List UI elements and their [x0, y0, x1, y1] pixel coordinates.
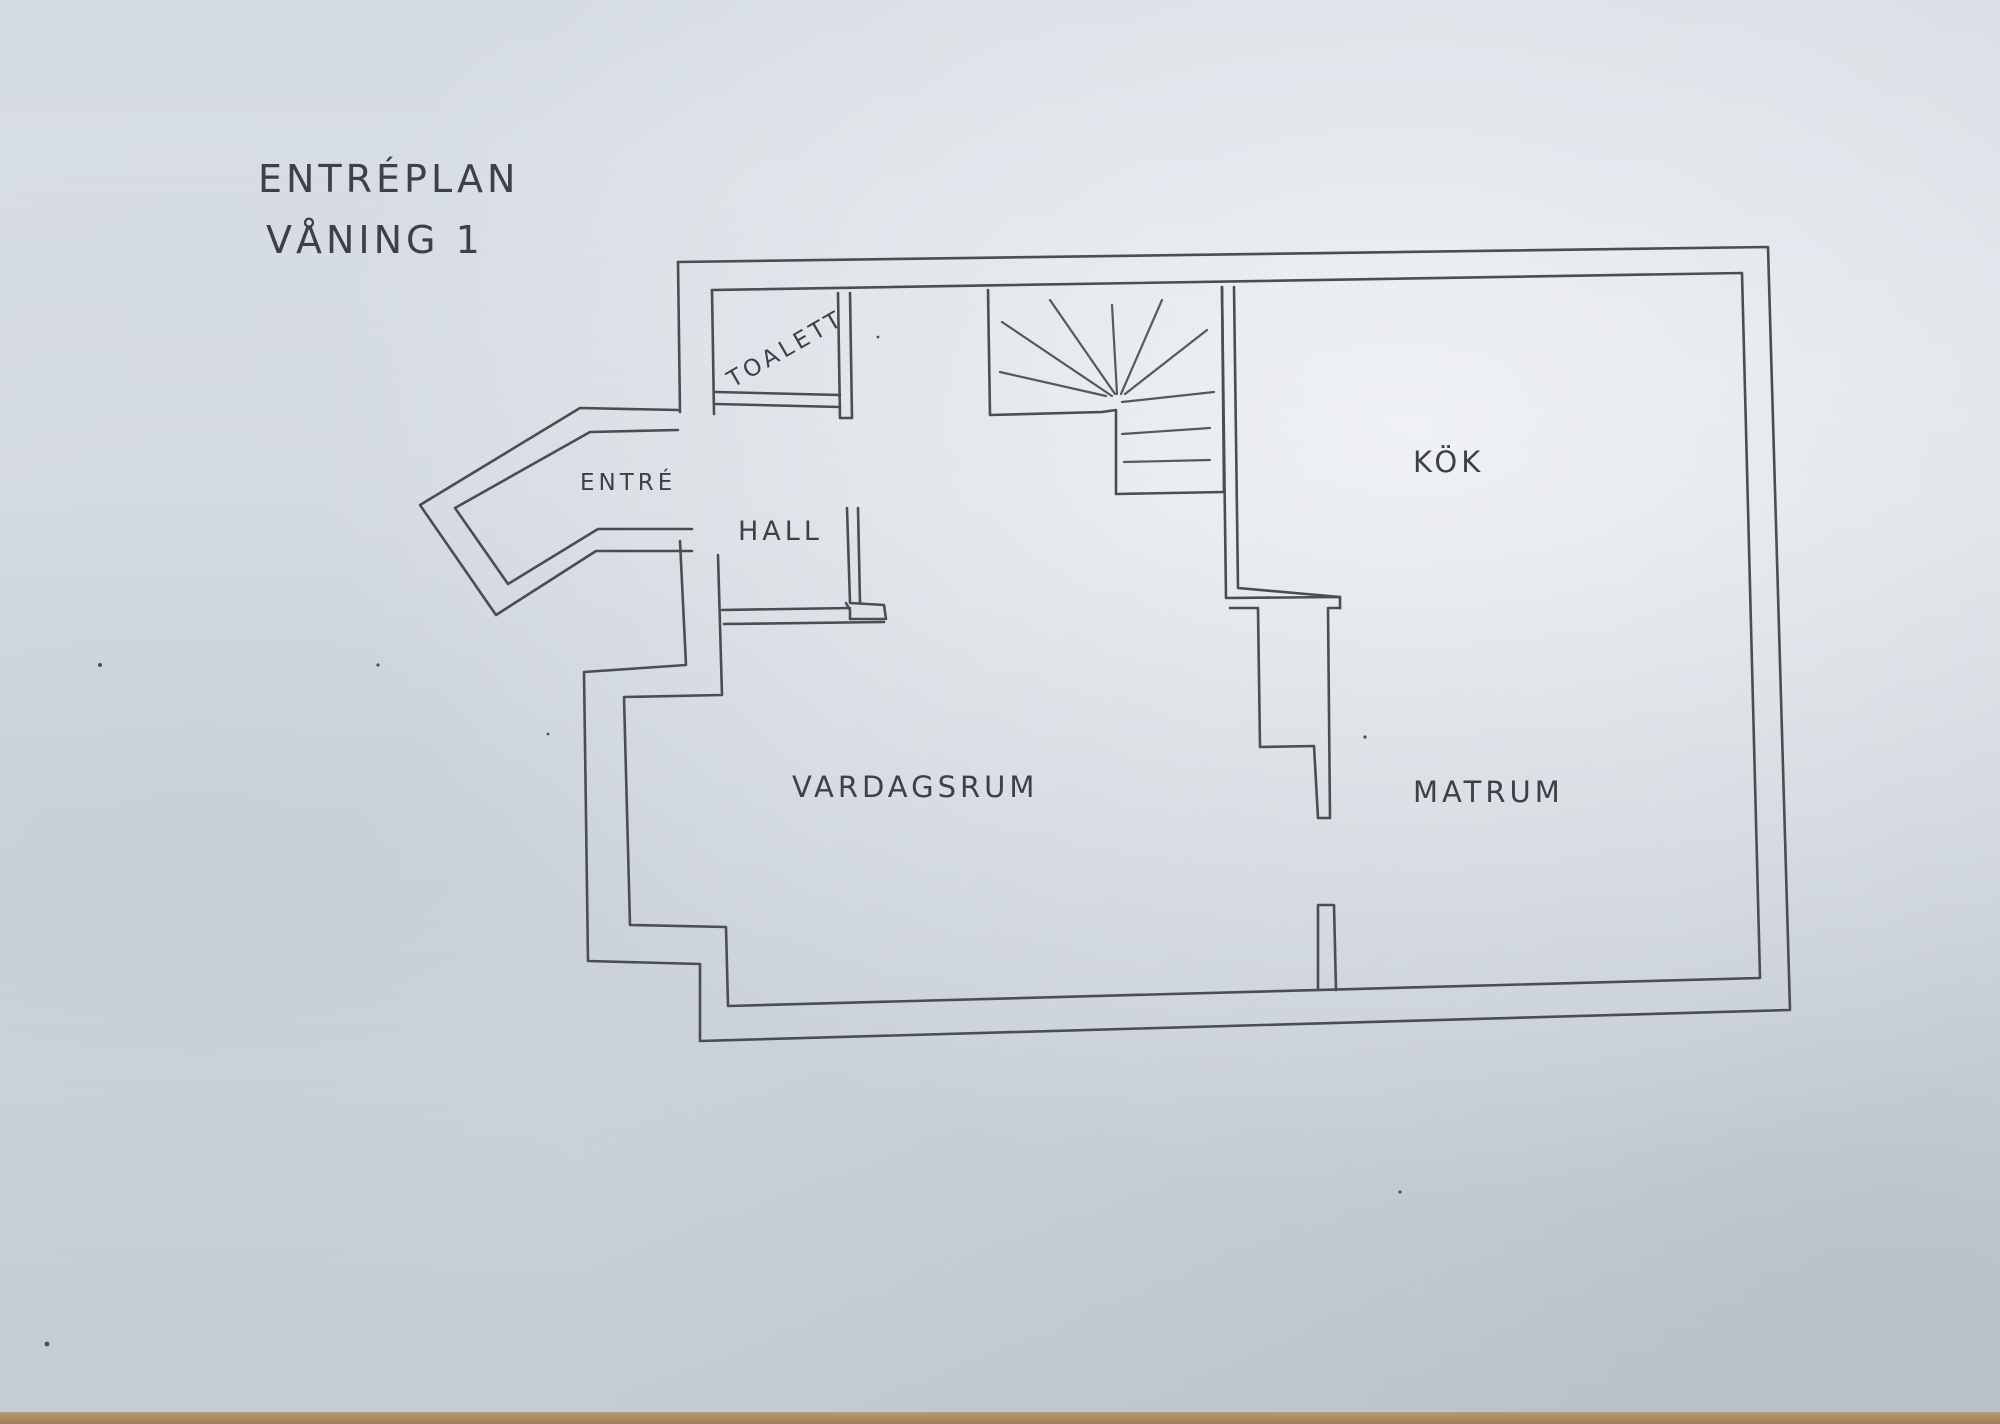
- hall-bottom-wall-inner: [722, 620, 886, 626]
- stair-tread: [1120, 390, 1216, 404]
- kitchen-partition-wall: [1220, 285, 1342, 992]
- dining-wall-stub: [1316, 903, 1338, 992]
- room-label-entrance: ENTRÉ: [580, 468, 676, 496]
- entrance-porch: [418, 406, 694, 617]
- room-label-living-room: VARDAGSRUM: [792, 770, 1038, 804]
- plan-title: ENTRÉPLAN: [258, 157, 519, 201]
- pencil-speck: [376, 663, 380, 667]
- stair-tread: [1122, 458, 1212, 464]
- stair-tread: [1110, 303, 1119, 396]
- pencil-speck: [98, 663, 102, 667]
- stair-tread: [998, 370, 1108, 398]
- room-label-kitchen: KÖK: [1413, 445, 1484, 479]
- outer-wall-inner-line-left: [710, 288, 716, 416]
- hall-right-wall-inner: [856, 506, 862, 605]
- stair-tread: [1000, 320, 1114, 398]
- hall-right-wall: [844, 506, 888, 621]
- room-label-toilet: TOALETT: [722, 305, 849, 393]
- pencil-speck: [546, 732, 550, 736]
- toilet-right-wall: [836, 291, 854, 420]
- table-edge: [0, 1412, 2000, 1424]
- staircase: [986, 285, 1226, 496]
- porch-outer-line: [418, 406, 694, 617]
- stair-tread: [1120, 426, 1212, 436]
- outer-wall-outer-line-left: [676, 260, 682, 414]
- kitchen-wall-left-line: [1220, 285, 1342, 610]
- hall-room: HALL: [720, 506, 888, 626]
- hall-bottom-wall: [720, 606, 852, 612]
- pencil-speck: [1398, 1190, 1402, 1194]
- porch-inner-line: [453, 428, 694, 586]
- pencil-speck: [876, 335, 880, 339]
- stair-outline: [986, 285, 1226, 496]
- kitchen-wall-stub: [1228, 606, 1342, 820]
- outer-walls: [582, 245, 1792, 1043]
- outer-wall-outer-line: [582, 245, 1792, 1043]
- outer-wall-inner-line: [622, 271, 1762, 1008]
- room-label-hall: HALL: [738, 516, 823, 547]
- room-label-dining-room: MATRUM: [1413, 775, 1564, 809]
- toilet-room: TOALETT: [714, 291, 854, 420]
- kitchen-wall-right-line: [1232, 285, 1342, 599]
- stair-tread: [1048, 298, 1117, 396]
- toilet-bottom-wall-inner: [714, 402, 842, 409]
- pencil-speck: [1363, 735, 1367, 739]
- stair-tread: [1119, 298, 1164, 396]
- stair-tread: [1123, 328, 1209, 396]
- plan-subtitle: VÅNING 1: [266, 218, 484, 262]
- pencil-speck: [44, 1341, 50, 1347]
- toilet-bottom-wall-outer: [714, 390, 842, 397]
